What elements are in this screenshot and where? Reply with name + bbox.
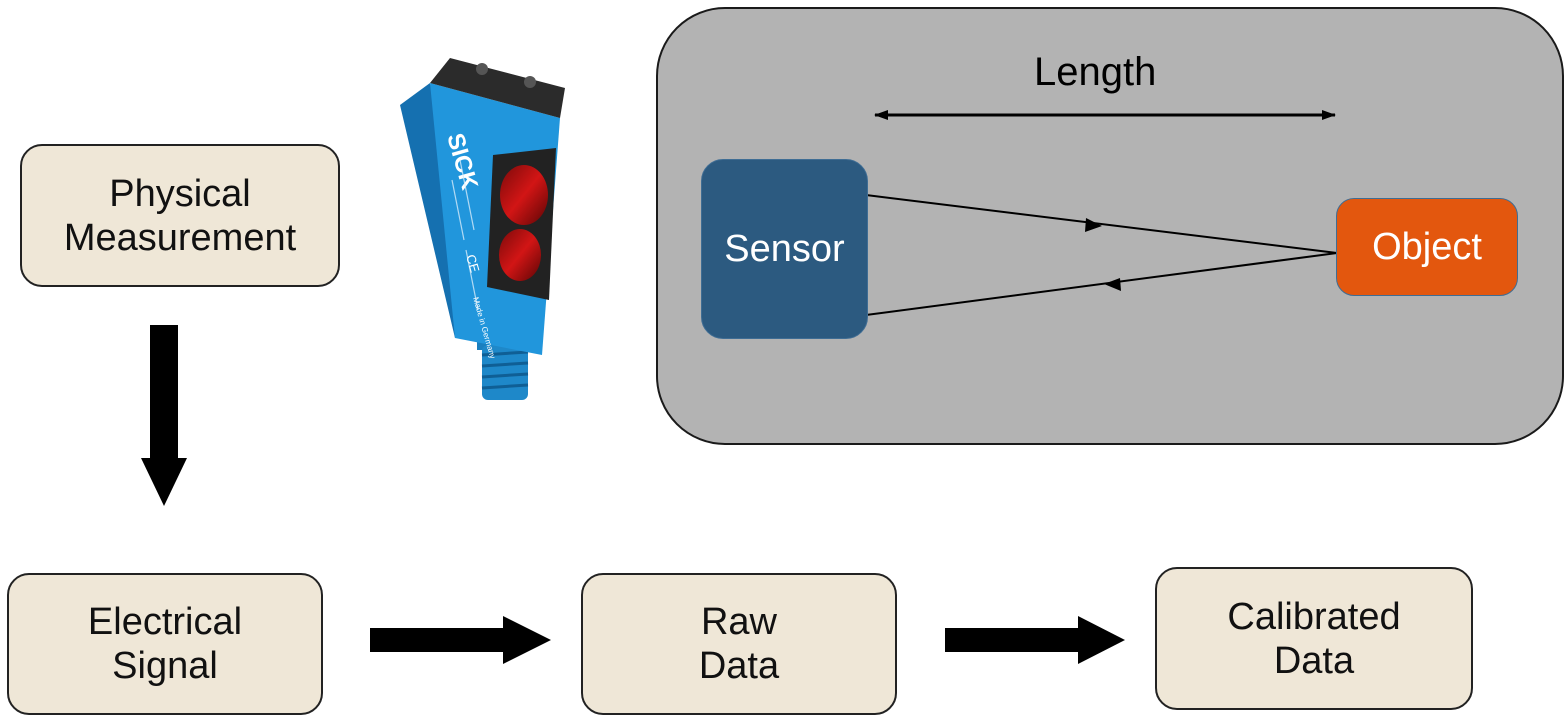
- calibrated-data-box: Calibrated Data: [1155, 567, 1473, 710]
- sensor-label: Sensor: [724, 227, 845, 270]
- object-label: Object: [1372, 225, 1482, 268]
- sensor-device-image: SICK CE Made in Germany: [400, 58, 565, 400]
- length-label: Length: [1034, 50, 1157, 94]
- emitted-beam: [865, 194, 1338, 254]
- raw-data-box: Raw Data: [581, 573, 897, 715]
- reflected-beam-arrowhead: [1104, 278, 1121, 291]
- down-arrow: [141, 325, 187, 506]
- object-block: Object: [1336, 198, 1518, 296]
- reflected-beam: [865, 252, 1338, 316]
- calibrated-data-label: Calibrated Data: [1227, 595, 1401, 682]
- electrical-signal-box: Electrical Signal: [7, 573, 323, 715]
- sensor-ce-mark: CE: [463, 253, 482, 275]
- emitted-beam-arrowhead: [1085, 218, 1102, 232]
- sensor-block: Sensor: [701, 159, 868, 339]
- raw-data-label: Raw Data: [698, 601, 780, 687]
- right-arrow-2: [945, 616, 1125, 664]
- physical-measurement-label: Physical Measurement: [63, 172, 297, 259]
- electrical-signal-label: Electrical Signal: [87, 601, 243, 687]
- right-arrow-1: [370, 616, 551, 664]
- physical-measurement-box: Physical Measurement: [20, 144, 340, 287]
